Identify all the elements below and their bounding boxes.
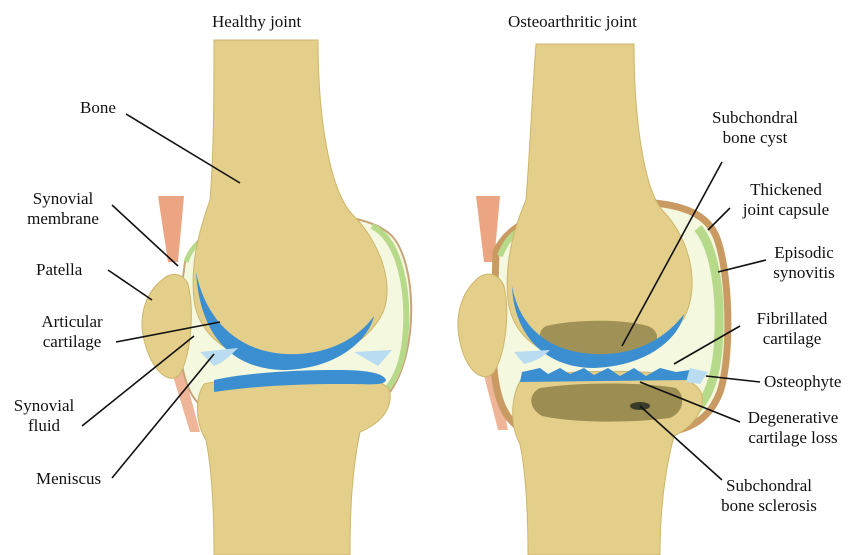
label-synovial-membrane: Synovial membrane [8,189,118,229]
leader-patella [108,270,152,300]
healthy-joint-illustration [142,40,411,555]
healthy-femur [193,40,387,362]
label-articular-cartilage-line2: cartilage [26,332,118,352]
title-osteo: Osteoarthritic joint [508,12,637,32]
label-fibrillated-cartilage: Fibrillated cartilage [740,309,844,349]
osteo-joint-illustration [458,44,728,555]
title-healthy: Healthy joint [212,12,301,32]
label-patella: Patella [36,260,82,280]
label-subchondral-cyst: Subchondral bone cyst [700,108,810,148]
label-fibrillated-cartilage-line2: cartilage [740,329,844,349]
label-degenerative-loss-line2: cartilage loss [732,428,854,448]
label-degenerative-loss: Degenerative cartilage loss [732,408,854,448]
label-episodic-synovitis-line2: synovitis [762,263,846,283]
label-fibrillated-cartilage-line1: Fibrillated [740,309,844,329]
label-synovial-fluid: Synovial fluid [6,396,82,436]
label-thickened-capsule-line2: joint capsule [726,200,846,220]
label-synovial-fluid-line1: Synovial [6,396,82,416]
label-episodic-synovitis: Episodic synovitis [762,243,846,283]
label-meniscus: Meniscus [36,469,101,489]
label-synovial-fluid-line2: fluid [6,416,82,436]
label-synovial-membrane-line1: Synovial [8,189,118,209]
osteo-patella [458,274,507,376]
label-articular-cartilage-line1: Articular [26,312,118,332]
label-subchondral-sclerosis-line2: bone sclerosis [702,496,836,516]
label-bone: Bone [80,98,116,118]
healthy-patella [142,274,191,378]
label-thickened-capsule: Thickened joint capsule [726,180,846,220]
label-articular-cartilage: Articular cartilage [26,312,118,352]
label-thickened-capsule-line1: Thickened [726,180,846,200]
label-subchondral-sclerosis: Subchondral bone sclerosis [702,476,836,516]
healthy-tibia [197,374,390,555]
label-osteophyte: Osteophyte [764,372,841,392]
label-episodic-synovitis-line1: Episodic [762,243,846,263]
label-subchondral-cyst-line2: bone cyst [700,128,810,148]
label-degenerative-loss-line1: Degenerative [732,408,854,428]
label-subchondral-sclerosis-line1: Subchondral [702,476,836,496]
label-subchondral-cyst-line1: Subchondral [700,108,810,128]
label-synovial-membrane-line2: membrane [8,209,118,229]
